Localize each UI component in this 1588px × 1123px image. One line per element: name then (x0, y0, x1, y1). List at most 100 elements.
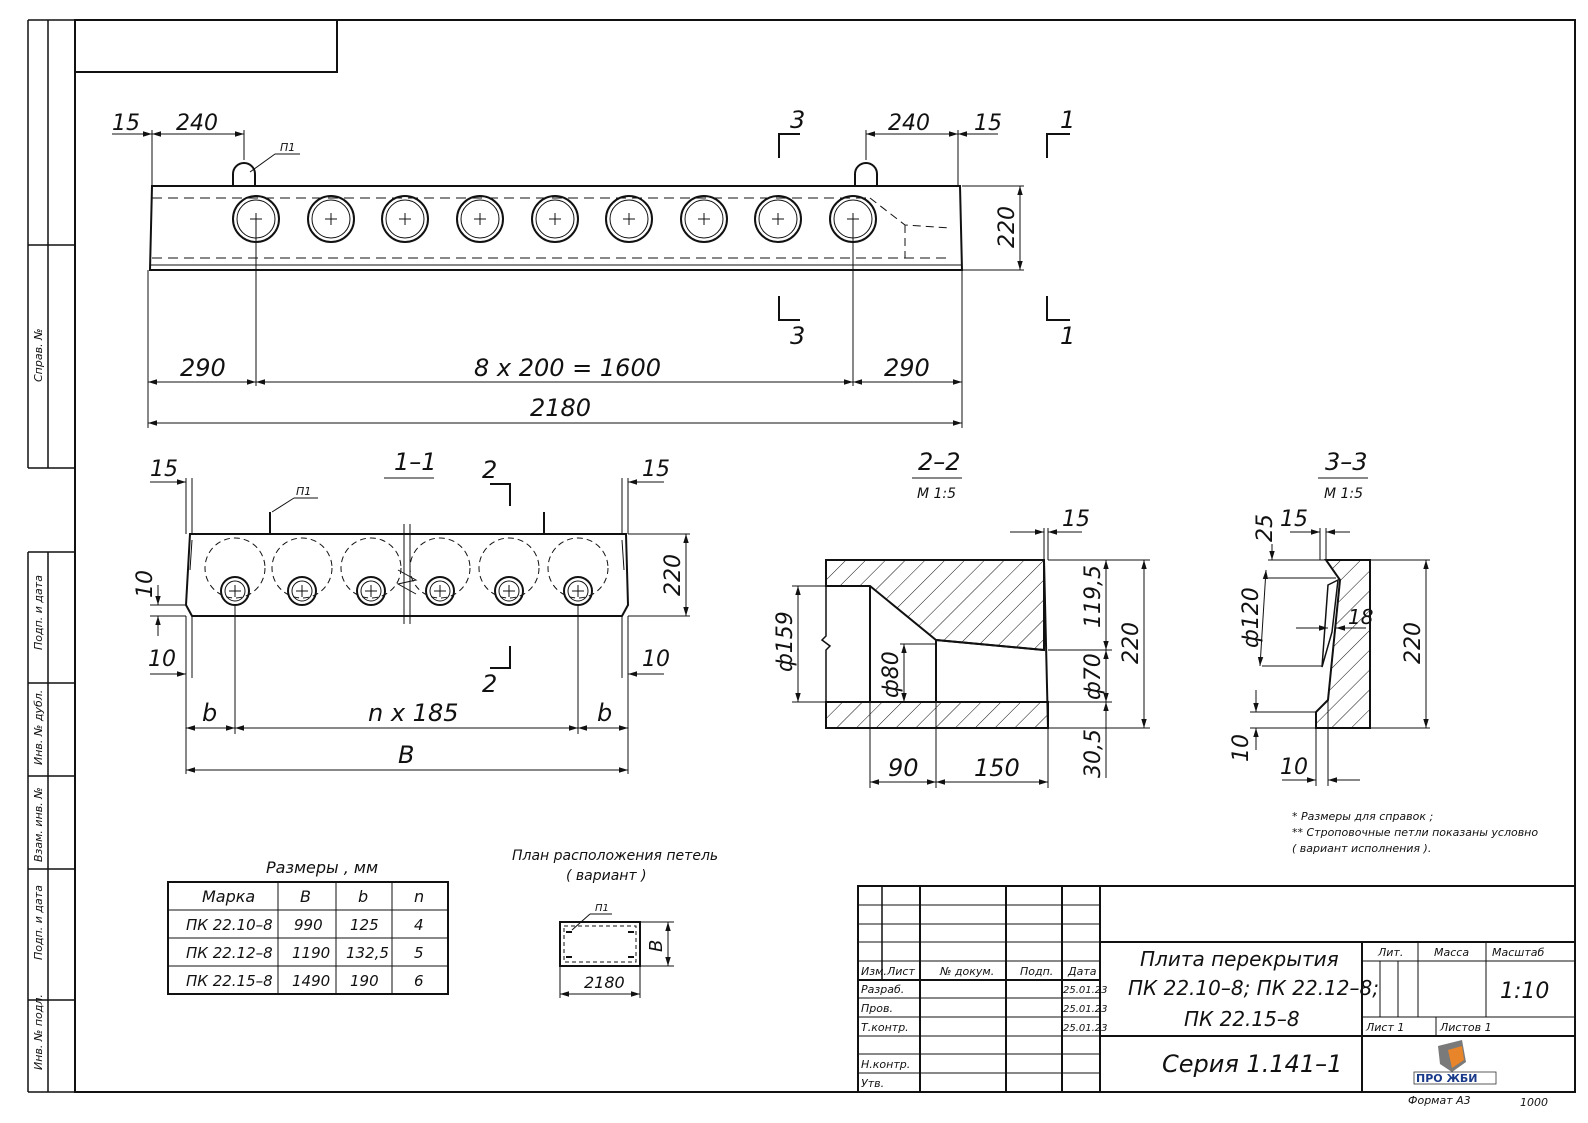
sec11-dim-15-left: 15 (150, 457, 178, 482)
sec11-voids (204, 537, 609, 606)
sec22-dim-150: 150 (974, 754, 1020, 782)
sec33-dim-18: 18 (1348, 605, 1373, 629)
table-cell: 125 (350, 916, 379, 934)
tb-title-2: ПК 22.10–8; ПК 22.12–8; (1128, 976, 1379, 1000)
section-2-2-scale: М 1:5 (917, 486, 956, 502)
sec11-dim-b-right: b (597, 699, 612, 727)
sizes-header-B: B (300, 887, 311, 906)
loop-plan-dim-2180: 2180 (584, 973, 625, 992)
sizes-header-b: b (358, 887, 368, 906)
top-dim-240-right: 240 (888, 111, 930, 136)
section-2-2-title: 2–2 (918, 448, 961, 476)
section-mark-3-top: 3 (790, 106, 805, 134)
stamp-podp-data-2: Подп. и дата (32, 575, 45, 650)
sec11-dim-15-right: 15 (642, 457, 670, 482)
stamp-sprav: Справ. № (32, 328, 45, 382)
table-cell: 1190 (292, 944, 330, 962)
table-cell: 6 (414, 972, 424, 990)
top-loop-label: П1 (280, 141, 295, 154)
table-row: ПК 22.10–8 990 125 4 (186, 916, 424, 934)
table-cell: 990 (294, 916, 323, 934)
table-cell: ПК 22.12–8 (186, 944, 273, 962)
table-cell: 1490 (292, 972, 330, 990)
sec22-dim-d159: ф159 (773, 611, 798, 672)
section-mark-2-bottom: 2 (482, 670, 497, 698)
sec33-dim-25: 25 (1253, 514, 1278, 542)
top-dim-2180: 2180 (530, 394, 591, 422)
top-dim-15-right: 15 (974, 111, 1002, 136)
table-cell: ПК 22.15–8 (186, 972, 273, 990)
tb-title-1: Плита перекрытия (1140, 947, 1339, 971)
sec11-dim-220: 220 (661, 554, 686, 596)
stamp-podp-data-1: Подп. и дата (32, 885, 45, 960)
sec33-dim-d120: ф120 (1239, 587, 1264, 648)
sec22-dim-d70: ф70 (1081, 653, 1106, 700)
tb-role-utv: Утв. (861, 1077, 884, 1090)
sec22-dim-90: 90 (888, 754, 919, 782)
sizes-header-marka: Марка (202, 887, 255, 906)
section-3-3-scale: М 1:5 (1324, 486, 1363, 502)
tb-role-razrab: Разраб. (861, 983, 904, 996)
tb-scale-label: Масштаб (1492, 946, 1544, 959)
tb-header-podp: Подп. (1020, 965, 1053, 978)
sizes-header-n: n (414, 887, 424, 906)
sheet-frame: Инв. № подл. Подп. и дата Взам. инв. № И… (27, 19, 1576, 1093)
top-dim-290-right: 290 (884, 354, 930, 382)
sec11-loop-label: П1 (296, 485, 311, 498)
top-dim-290-left: 290 (180, 354, 226, 382)
section-mark-2-top: 2 (482, 456, 497, 484)
table-row: ПК 22.12–8 1190 132,5 5 (186, 944, 424, 962)
tb-title-3: ПК 22.15–8 (1184, 1007, 1300, 1031)
tb-role-prov: Пров. (861, 1002, 893, 1015)
tb-date-tkontr: 25.01.23 (1063, 1023, 1108, 1034)
loop-plan-label: П1 (595, 903, 609, 914)
sec11-dim-b-left: b (202, 699, 217, 727)
tb-date-razrab: 25.01.23 (1063, 985, 1108, 996)
tb-mass: Масса (1434, 946, 1469, 959)
section-mark-1-bottom: 1 (1060, 322, 1075, 350)
prozhbi-logo: ПРО ЖБИ (1413, 1040, 1497, 1085)
tb-role-tkontr: Т.контр. (861, 1021, 909, 1034)
section-1-1-title: 1–1 (394, 448, 437, 476)
sec22-dim-1195: 119,5 (1081, 565, 1106, 628)
sec22-dim-15: 15 (1062, 507, 1090, 532)
top-view: П1 15 240 240 15 (112, 106, 1075, 428)
sec22-dim-220: 220 (1119, 622, 1144, 664)
section-mark-3-bottom: 3 (790, 322, 805, 350)
table-row: ПК 22.15–8 1490 190 6 (186, 972, 424, 990)
sec11-dim-10-vert: 10 (133, 570, 158, 598)
table-cell: ПК 22.10–8 (186, 916, 273, 934)
sec22-dim-305: 30,5 (1081, 729, 1106, 778)
section-mark-1-top: 1 (1060, 106, 1075, 134)
tb-lit: Лит. (1377, 946, 1403, 959)
note-1: * Размеры для справок ; (1292, 810, 1433, 823)
top-dim-1600: 8 x 200 = 1600 (474, 354, 661, 382)
tb-series: Серия 1.141–1 (1162, 1050, 1342, 1078)
logo-text: ПРО ЖБИ (1416, 1072, 1478, 1085)
section-3-3-title: 3–3 (1325, 448, 1368, 476)
sec33-dim-15: 15 (1280, 507, 1308, 532)
stamp-vzam-inv: Взам. инв. № (32, 787, 45, 862)
sizes-table-caption: Размеры , мм (266, 858, 378, 877)
table-cell: 4 (414, 916, 424, 934)
stamp-inv-dubl: Инв. № дубл. (32, 690, 45, 765)
top-dim-240-left: 240 (176, 111, 218, 136)
top-voids (232, 195, 877, 243)
top-dim-15-left: 15 (112, 111, 140, 136)
sec33-dim-10-horiz: 10 (1280, 755, 1308, 780)
note-3: ( вариант исполнения ). (1292, 842, 1431, 855)
tb-corner-number: 1000 (1520, 1096, 1548, 1109)
tb-header-list: Лист (886, 965, 915, 978)
sec11-dim-n185: n x 185 (368, 699, 458, 727)
section-2-2: 2–2 М 1:5 15 119,5 ф70 30,5 220 ф159 (773, 448, 1150, 788)
loop-plan-dim-B: B (646, 940, 667, 952)
loop-plan-title-2: ( вариант ) (566, 868, 647, 884)
notes: * Размеры для справок ; ** Строповочные … (1292, 810, 1538, 855)
loop-plan: План расположения петель ( вариант ) П1 … (512, 848, 718, 998)
sec22-dim-d80: ф80 (879, 651, 904, 698)
tb-date-prov: 25.01.23 (1063, 1004, 1108, 1015)
stamp-inv-podl: Инв. № подл. (32, 994, 45, 1070)
tb-scale-value: 1:10 (1500, 979, 1549, 1004)
section-3-3: 3–3 М 1:5 220 15 25 ф120 18 10 10 (1229, 448, 1430, 786)
